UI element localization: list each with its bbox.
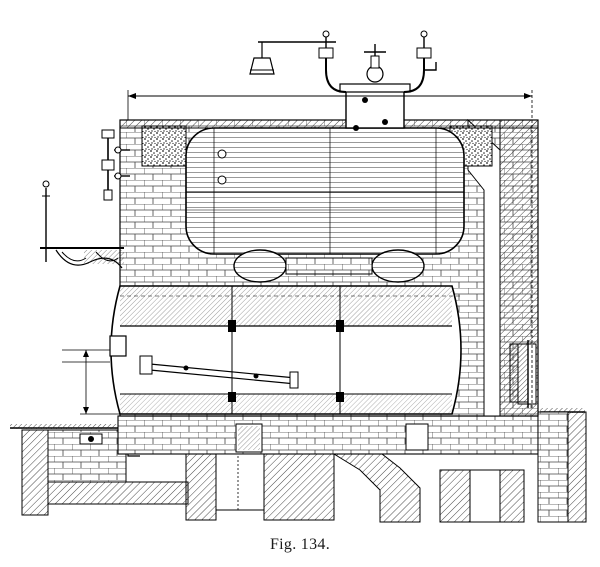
steam-dome xyxy=(318,30,437,131)
water-gauge xyxy=(101,129,130,201)
figure-caption: Fig. 134. xyxy=(269,536,331,553)
foundation xyxy=(117,411,587,523)
connecting-necks xyxy=(233,249,425,283)
lower-boiler-drum xyxy=(109,285,462,415)
side-bracket xyxy=(40,180,124,269)
safety-valve-lever xyxy=(249,41,336,75)
upper-boiler-drum xyxy=(185,127,465,255)
dimension-lines xyxy=(62,90,533,415)
ash-pit-left xyxy=(21,427,189,516)
flue-damper xyxy=(509,340,529,408)
